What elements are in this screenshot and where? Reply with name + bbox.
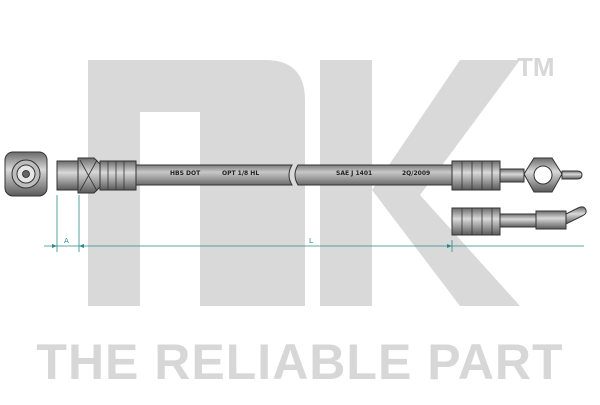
hose-marking-1: HBS DOT <box>170 170 201 177</box>
dimension-a-label: A <box>64 237 69 245</box>
tagline-watermark: THE RELIABLE PART <box>36 334 564 390</box>
left-fitting <box>56 157 137 194</box>
hose-body: HBS DOT OPT 1/8 HL SAE J 1401 2Q/2009 <box>135 164 453 186</box>
end-view-fitting <box>4 151 48 197</box>
dimension-lines <box>44 195 584 252</box>
right-fitting-side-view <box>451 206 587 236</box>
hose-marking-3: SAE J 1401 <box>336 170 372 177</box>
hose-marking-2: OPT 1/8 HL <box>222 170 259 177</box>
trademark-symbol: TM <box>517 52 555 82</box>
right-fitting-banjo <box>451 157 583 193</box>
dimension-l-label: L <box>309 237 313 245</box>
hose-marking-4: 2Q/2009 <box>402 170 430 177</box>
